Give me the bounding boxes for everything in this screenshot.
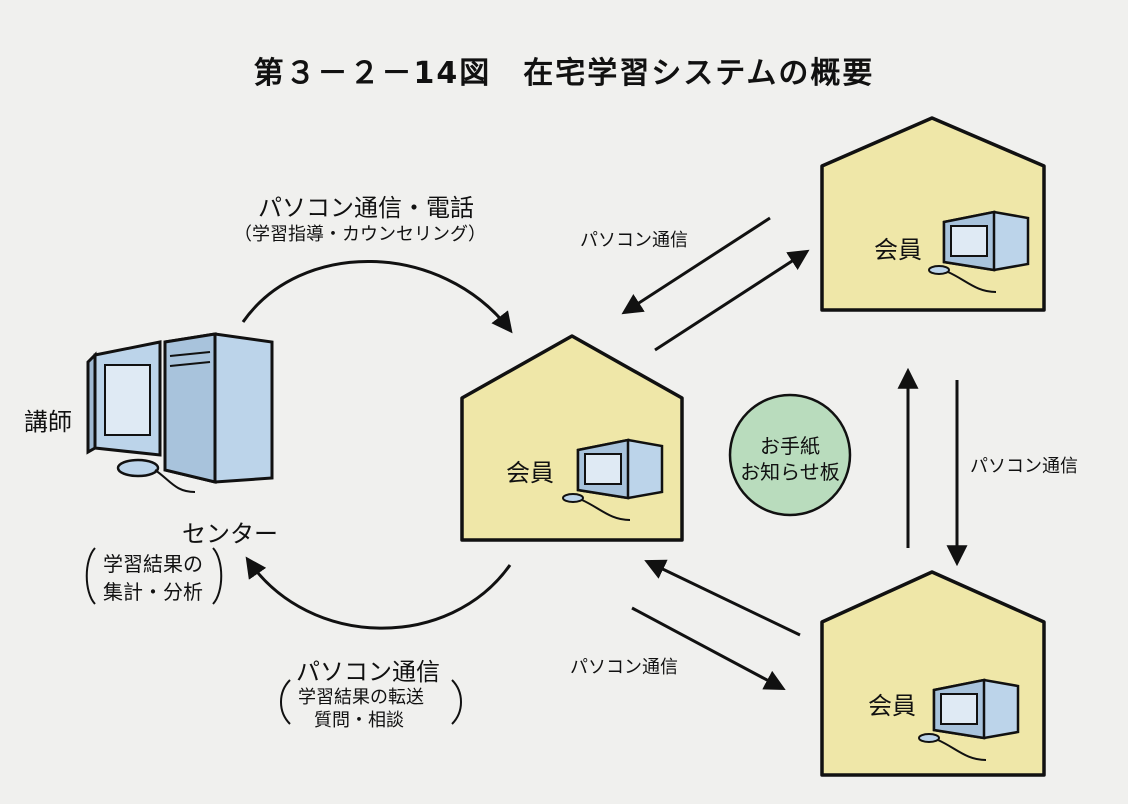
- arrow-member-to-center: [245, 556, 512, 630]
- pc-comm-lower-label: パソコン通信: [570, 657, 678, 678]
- teacher-label: 講師: [24, 408, 72, 436]
- monitor-icon: [928, 210, 1030, 293]
- page-title: 第３－２－14図 在宅学習システムの概要: [253, 56, 875, 91]
- arrow-middle-to-bottom: [631, 606, 786, 690]
- center-computer-icon: [86, 332, 274, 493]
- top-comm-sub: （学習指導・カウンセリング）: [234, 224, 486, 245]
- bottom-comm-title: パソコン通信: [296, 658, 440, 686]
- arrow-top-to-middle: [621, 216, 771, 315]
- top-comm-title: パソコン通信・電話: [258, 194, 474, 222]
- bracket-left: [280, 679, 291, 725]
- monitor-icon: [918, 678, 1020, 761]
- house-middle: [460, 334, 684, 542]
- bottom-comm-sub-2: 質問・相談: [314, 710, 404, 731]
- pc-comm-upper-label: パソコン通信: [580, 230, 688, 251]
- arrow-middle-to-top: [654, 249, 810, 352]
- house-bottom-right: [820, 570, 1046, 777]
- member-label-middle: 会員: [506, 459, 554, 487]
- member-label-top: 会員: [874, 236, 922, 264]
- center-label: センター: [182, 520, 278, 548]
- bulletin-board-circle: [728, 393, 852, 517]
- arrow-bottom-to-middle: [644, 559, 801, 637]
- bbs-line1: お手紙: [760, 434, 820, 458]
- member-label-bottom: 会員: [868, 692, 916, 720]
- bracket-left: [85, 547, 96, 605]
- center-task-line1: 学習結果の: [103, 552, 203, 576]
- monitor-icon: [562, 438, 664, 521]
- bottom-comm-sub-1: 学習結果の転送: [298, 687, 424, 708]
- bracket-right: [212, 547, 223, 605]
- bracket-right: [451, 679, 462, 725]
- pc-comm-right-label: パソコン通信: [970, 456, 1078, 477]
- bbs-line2: お知らせ板: [740, 460, 840, 484]
- arrow-center-to-member: [241, 260, 513, 334]
- center-task-line2: 集計・分析: [103, 580, 203, 604]
